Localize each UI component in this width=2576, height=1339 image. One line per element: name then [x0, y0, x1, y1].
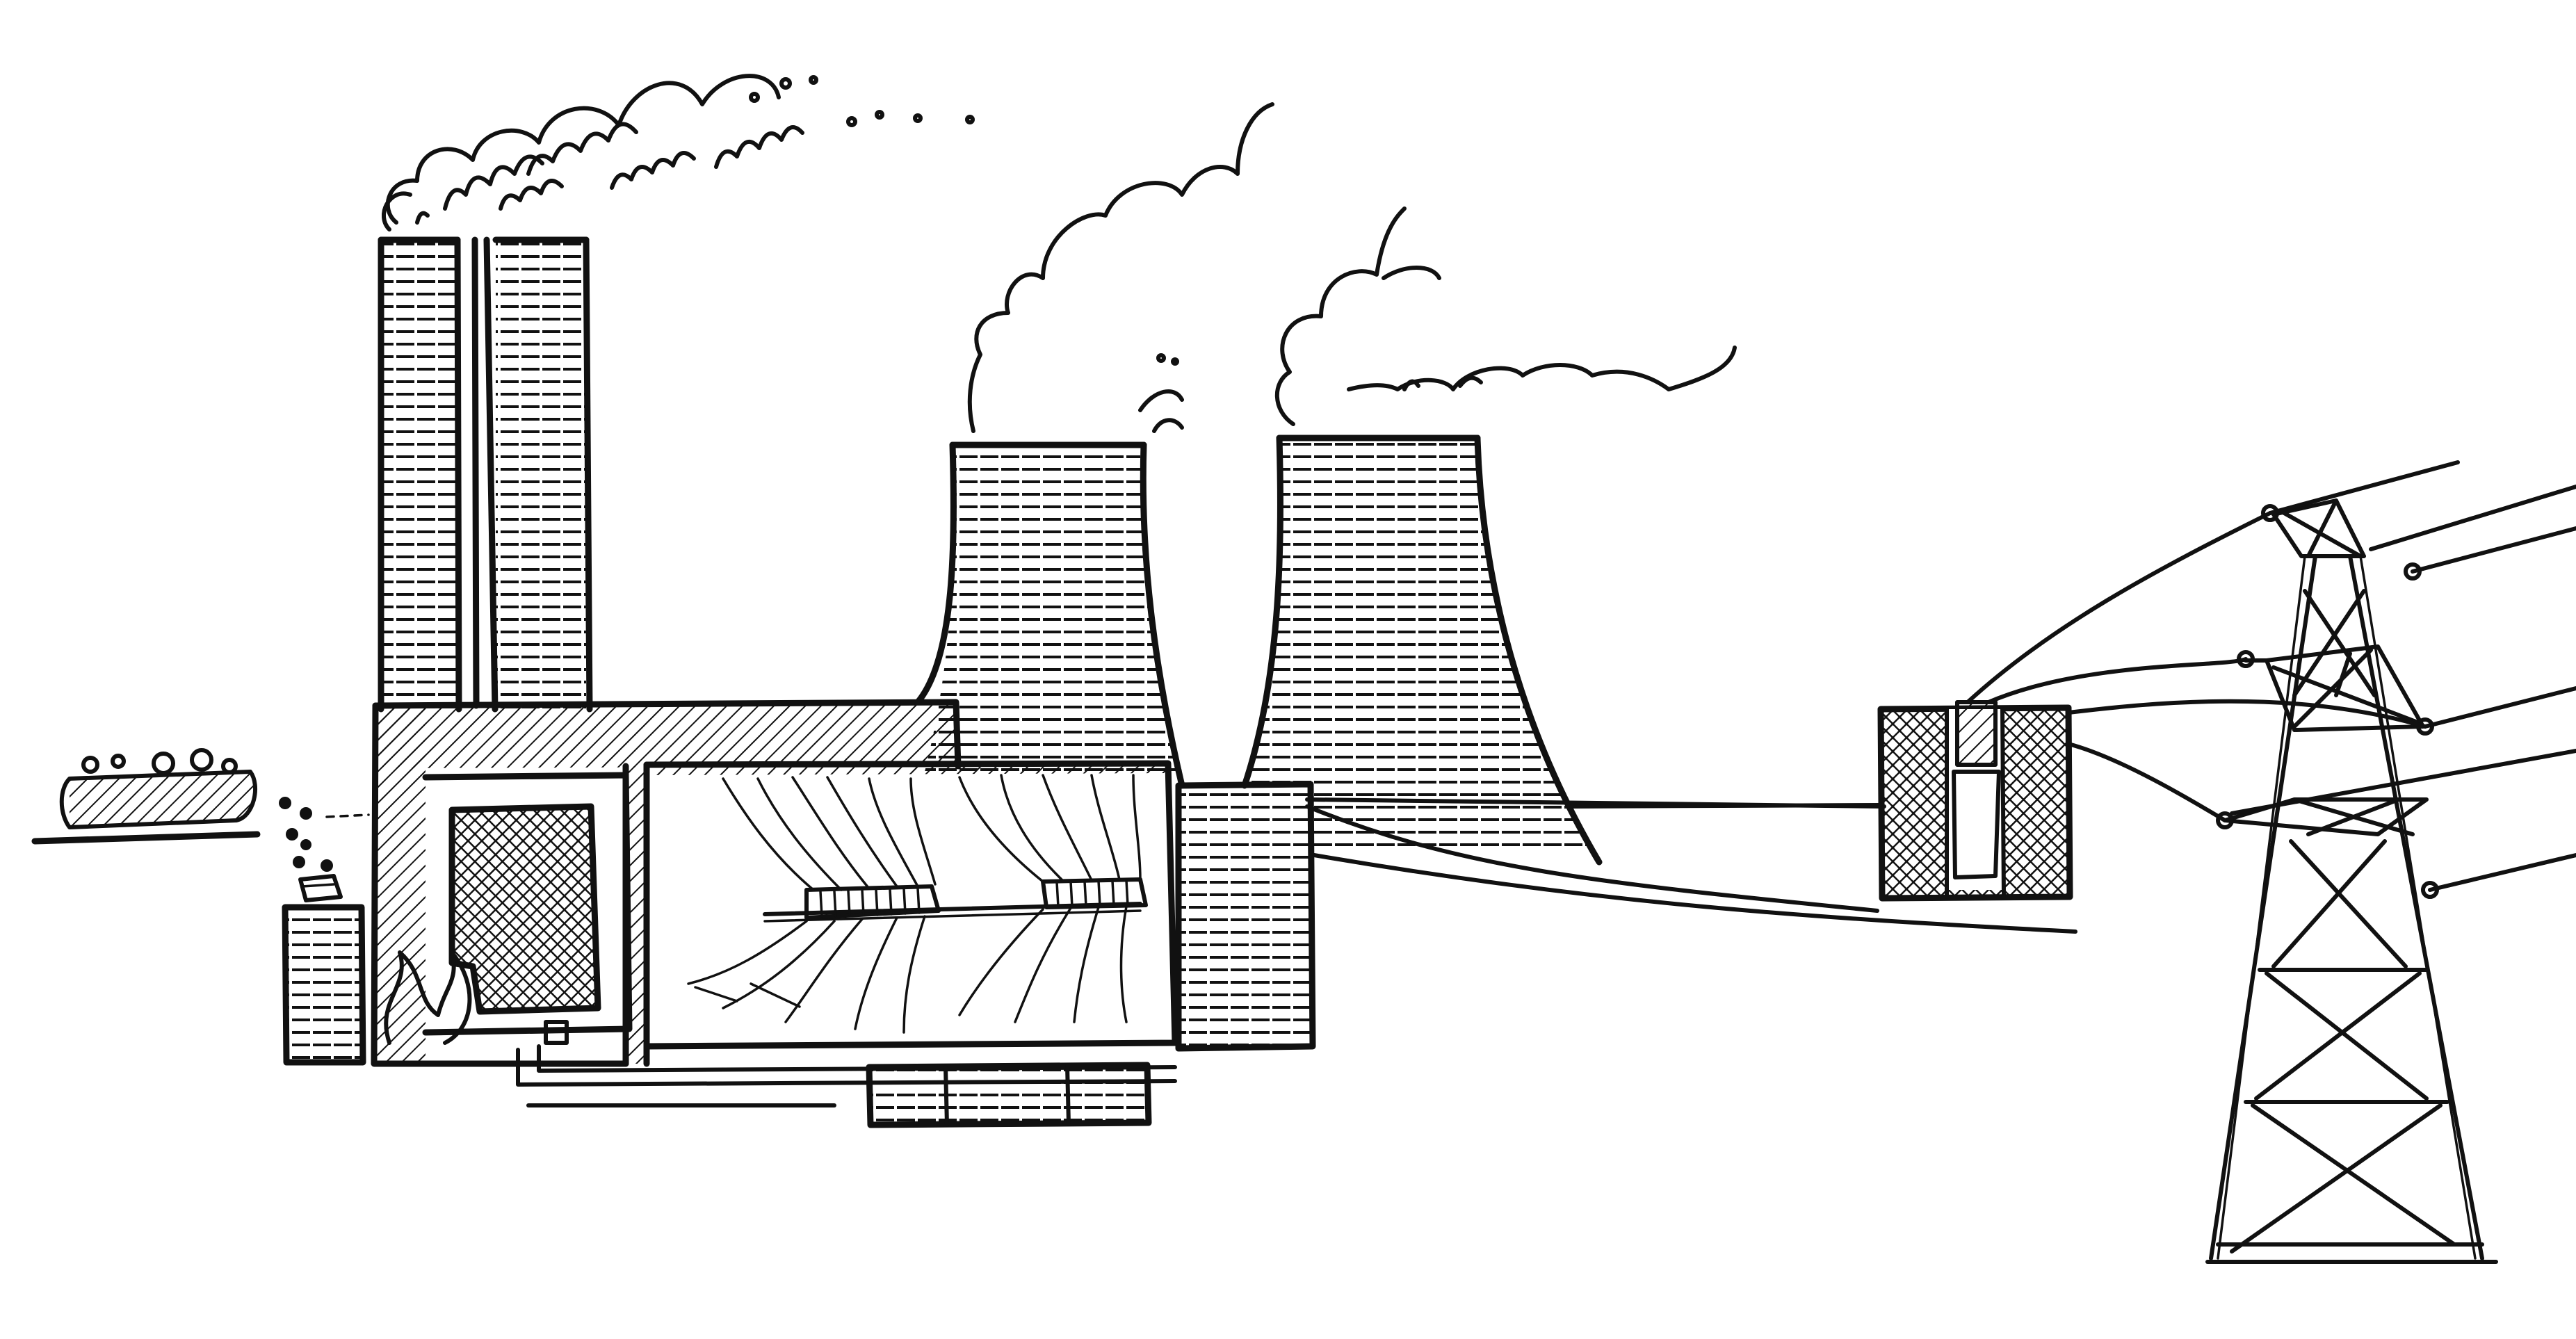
twin-chimneys-icon [378, 236, 593, 713]
coal-hopper-icon [282, 874, 366, 1066]
cooling-tower-icon [914, 441, 1185, 789]
transmission-pylon-icon [2205, 498, 2498, 1264]
power-line-icon [1305, 797, 2077, 934]
steam-turbine-icon [516, 760, 1178, 1107]
coal-conveyor-icon [31, 748, 370, 872]
cooling-tower-icon [1241, 435, 1603, 866]
steam-cloud-icon [967, 102, 1737, 433]
condenser-icon [866, 1062, 1152, 1128]
boiler-furnace-icon [371, 699, 962, 1067]
step-up-transformer-icon [1877, 700, 2073, 902]
smoke-plume-icon [381, 74, 975, 232]
power-line-icon [1966, 460, 2576, 892]
